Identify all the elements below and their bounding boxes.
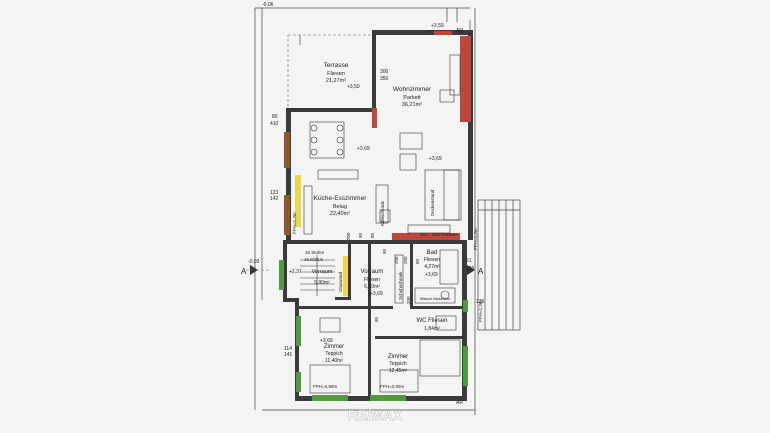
svg-text:Vorraum: Vorraum [312,269,333,275]
svg-text:FPH=0,90m: FPH=0,90m [380,384,404,389]
svg-text:123: 123 [270,190,279,196]
svg-text:300: 300 [380,69,389,75]
room-label-bad: Bad Fliesen 4,27m² [424,250,440,270]
svg-text:Kühlschrank: Kühlschrank [380,200,385,226]
svg-text:21,27m²: 21,27m² [326,78,346,84]
svg-text:Deckenstand: Deckenstand [430,189,435,216]
watermark: RE/MAX [348,407,403,423]
svg-text:Glaswand: Glaswand [338,271,343,292]
svg-text:+3,69: +3,69 [370,291,383,297]
svg-text:Wohnzimmer: Wohnzimmer [393,86,432,93]
svg-text:FPH=1,3m: FPH=1,3m [473,228,478,250]
svg-text:Terrasse: Terrasse [324,62,349,69]
external-stairs [477,199,521,331]
svg-text:142: 142 [270,196,279,202]
svg-text:Fliesen: Fliesen [364,277,380,283]
svg-text:Teppich: Teppich [325,351,342,357]
room-label-kueche: Küche-Esszimmer Belag 22,40m² [314,195,368,217]
section-markers [246,265,475,275]
svg-text:61: 61 [466,258,472,264]
svg-text:6,00m²: 6,00m² [364,284,380,290]
interior-walls [298,35,462,396]
svg-text:Schuhschrank: Schuhschrank [398,271,403,300]
svg-text:200: 200 [403,256,408,264]
svg-text:Parkett: Parkett [403,95,421,101]
svg-text:16,8/29,8: 16,8/29,8 [304,257,323,262]
svg-text:-0,03: -0,03 [248,259,260,265]
svg-text:+3,69: +3,69 [357,146,370,152]
svg-text:+3,69: +3,69 [320,338,333,344]
svg-text:Küche-Esszimmer: Küche-Esszimmer [314,195,368,202]
svg-text:60: 60 [415,258,420,264]
svg-text:A: A [241,267,247,276]
svg-text:Fliesen: Fliesen [424,257,440,263]
svg-text:+3,59: +3,59 [431,23,444,29]
svg-text:FPH=0,90m: FPH=0,90m [313,384,337,389]
svg-text:A: A [478,267,484,276]
svg-text:12,45m²: 12,45m² [389,368,408,374]
level-markers: -0,06 +3,59 +3,59 +3,69 +3,69 +3,69 +3,6… [248,2,463,406]
svg-text:36,21m²: 36,21m² [402,102,422,108]
svg-text:+3,69: +3,69 [429,156,442,162]
svg-text:410: 410 [270,121,279,127]
svg-text:-0,06: -0,06 [262,2,274,8]
svg-text:+2,37: +2,37 [289,269,302,275]
svg-text:+3,59: +3,59 [347,84,360,90]
svg-text:4,27m²: 4,27m² [424,264,440,270]
svg-text:126: 126 [466,266,475,272]
svg-text:90: 90 [382,248,387,254]
annotations: FPH=1,3m FPH=1,3m FPH=0,90m FPH=0,90m FP… [241,189,484,389]
svg-text:Zimmer: Zimmer [388,354,408,360]
svg-text:Wasch Maschine: Wasch Maschine [420,296,451,301]
svg-text:114: 114 [284,346,292,352]
svg-text:200: 200 [406,296,411,304]
svg-text:200: 200 [346,232,351,240]
room-label-wc: WC Fliesen 1,84m² [416,318,447,332]
room-label-vorraum: Vorraum Fliesen 6,00m² [361,269,384,290]
svg-text:Zimmer: Zimmer [324,344,344,350]
svg-text:11,40m²: 11,40m² [325,358,343,364]
svg-text:22,40m²: 22,40m² [330,211,350,217]
svg-text:5,90m²: 5,90m² [314,280,330,286]
svg-text:90: 90 [358,232,363,238]
svg-text:WC Fliesen: WC Fliesen [416,318,447,324]
svg-text:FPH=1,3m: FPH=1,3m [478,300,483,322]
svg-text:AR: AR [456,28,463,34]
svg-text:141: 141 [284,352,293,358]
svg-text:Vorraum: Vorraum [361,269,384,275]
svg-text:+3,69: +3,69 [425,272,438,278]
svg-text:FPH=1,3m: FPH=1,3m [292,212,297,234]
svg-text:80: 80 [374,316,379,322]
property-boundary [254,7,476,415]
svg-text:16 Stufen: 16 Stufen [305,250,325,255]
svg-text:1,84m²: 1,84m² [424,326,440,332]
svg-text:80: 80 [272,114,278,120]
furniture [300,54,462,394]
svg-text:350: 350 [380,76,389,82]
room-label-wohnzimmer: Wohnzimmer Parkett 36,21m² [393,86,432,108]
windows [279,31,471,401]
room-label-zimmer-2: Zimmer Teppich 12,45m² [388,354,408,374]
svg-text:Belag: Belag [333,204,347,210]
dimension-labels: 300 350 80 410 123 142 114 141 200 90 80… [270,69,485,358]
svg-text:80: 80 [370,232,375,238]
svg-text:Fliesen: Fliesen [327,71,345,77]
svg-text:126: 126 [476,299,485,305]
svg-text:Teppich: Teppich [389,361,406,367]
svg-text:200: 200 [394,256,399,264]
svg-text:Bad: Bad [427,250,438,256]
terrace-outline [287,34,375,111]
room-label-vorraum-left: Vorraum 5,90m² [312,269,333,286]
svg-text:AR: AR [456,400,463,406]
room-label-zimmer-1: Zimmer Teppich 11,40m² [324,344,344,364]
svg-text:Wm.- und Trockner: Wm.- und Trockner [420,232,459,237]
room-label-terrasse: Terrasse Fliesen 21,27m² [324,62,349,84]
